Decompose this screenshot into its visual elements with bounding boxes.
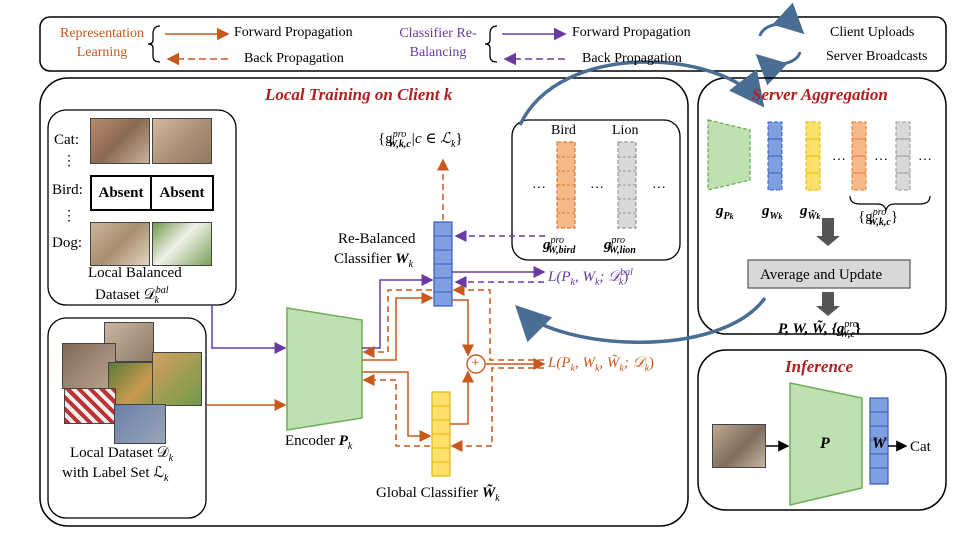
average-update-label: Average and Update <box>760 267 883 283</box>
server-down-arrow-2 <box>816 292 840 316</box>
server-ellipsis-3: … <box>918 149 932 164</box>
absent-box-1: Absent <box>90 175 152 211</box>
cat-label: Cat: <box>54 132 79 148</box>
inference-classifier-column <box>869 397 889 485</box>
loss-back-rebal <box>452 284 544 361</box>
encoder-to-rebal-orange <box>362 292 434 361</box>
server-wt-column <box>805 121 821 191</box>
legend-rep-forward: Forward Propagation <box>234 25 353 40</box>
legend-cls-forward: Forward Propagation <box>572 25 691 40</box>
balanced-dataset-box <box>47 109 237 306</box>
dog-label: Dog: <box>52 235 82 251</box>
server-gwt-label: gW̃k <box>800 203 821 222</box>
proto-ellipsis-3: … <box>652 177 666 192</box>
loss-balanced-label: L(Pk, Wk; 𝒟balk) <box>548 267 633 288</box>
legend-rep-label: Representation Learning <box>60 26 144 60</box>
client-upload-arrow <box>518 60 765 126</box>
dataset-photo-6 <box>114 404 166 444</box>
global-classifier-label: Global Classifier W̃k <box>376 485 500 504</box>
proto-ellipsis-1: … <box>532 177 546 192</box>
legend-bracket-rep <box>147 25 161 63</box>
legend-cls-back: Back Propagation <box>582 51 682 66</box>
rebalanced-classifier-column <box>433 221 453 307</box>
proto-set-label: {gproW,k,c|c ∈ ℒk} <box>378 129 463 150</box>
g-bird-label: gproW,bird <box>543 235 576 256</box>
server-broadcast-arrow <box>515 296 767 344</box>
dataset-caption-1: Local Dataset 𝒟k <box>70 445 174 464</box>
dog-photo-2 <box>152 222 212 266</box>
dataset-caption-2: with Label Set ℒk <box>62 465 169 484</box>
inference-w-label: W <box>872 435 887 452</box>
server-ellipsis-2: … <box>874 149 888 164</box>
proto-ellipsis-2: … <box>590 177 604 192</box>
server-aggregation-title: Server Aggregation <box>752 85 888 104</box>
average-update-box <box>747 259 911 289</box>
server-box <box>697 77 947 335</box>
server-gw-label: gWk <box>762 203 783 222</box>
cat-photo-2 <box>152 118 212 164</box>
global-to-plus-arrow <box>450 370 474 425</box>
server-proto-brace <box>849 195 931 212</box>
server-encoder-grad-shape <box>707 119 751 191</box>
dataset-photo-4 <box>152 352 202 406</box>
balanced-to-encoder-arrow <box>211 305 287 354</box>
dots-1: ⋮ <box>62 154 76 169</box>
lion-col-label: Lion <box>612 123 639 138</box>
legend-box <box>39 16 947 72</box>
server-gp-label: gPk <box>716 203 734 222</box>
global-classifier-column <box>431 391 451 477</box>
server-gset-label: {gproW,k,c} <box>858 207 899 228</box>
server-output-label: P, W, W̃, {gproW,c} <box>778 319 861 340</box>
rebal-label-1: Re-Balanced <box>338 231 416 247</box>
server-down-arrow-1 <box>816 218 840 246</box>
inference-output-label: Cat <box>910 439 931 455</box>
rebal-label-2: Classifier Wk <box>334 251 414 270</box>
loss-main-label: L(Pk, Wk, W̃k; 𝒟k) <box>548 355 655 374</box>
legend-rep-back: Back Propagation <box>244 51 344 66</box>
cat-photo-1 <box>90 118 150 164</box>
server-w-column <box>767 121 783 191</box>
lion-prototype-column <box>617 141 637 229</box>
inference-box <box>697 349 947 511</box>
bird-col-label: Bird <box>551 123 576 138</box>
inference-title: Inference <box>785 357 853 376</box>
balanced-caption-2: Dataset 𝒟balk <box>95 285 169 306</box>
absent-box-2: Absent <box>150 175 214 211</box>
inference-cat-photo <box>712 424 766 468</box>
global-to-encoder-back <box>362 374 430 447</box>
encoder-shape <box>286 307 363 431</box>
rebal-to-encoder-back <box>362 289 432 358</box>
legend-bracket-cls <box>484 25 498 63</box>
loss-back-global <box>450 367 544 452</box>
dataset-photo-2 <box>62 343 116 389</box>
local-dataset-box <box>47 317 207 519</box>
local-training-title: Local Training on Client k <box>265 85 453 104</box>
inference-encoder-shape <box>789 382 863 506</box>
encoder-label: Encoder Pk <box>285 433 353 452</box>
inference-p-label: P <box>820 435 830 452</box>
local-training-box <box>39 77 689 527</box>
g-lion-label: gproW,lion <box>604 235 636 256</box>
legend-client-uploads: Client Uploads <box>830 25 915 40</box>
balanced-caption-1: Local Balanced <box>88 265 182 281</box>
dots-2: ⋮ <box>62 209 76 224</box>
encoder-to-global-forward <box>362 371 432 442</box>
server-ellipsis-1: … <box>832 149 846 164</box>
plus-sign: + <box>471 355 480 371</box>
dataset-photo-5 <box>64 388 116 424</box>
legend-cls-label: Classifier Re-Balancing <box>399 26 477 60</box>
bird-prototype-column <box>556 141 576 229</box>
bird-label: Bird: <box>52 182 83 198</box>
rebal-to-plus-arrow <box>452 299 474 357</box>
legend-server-broadcasts: Server Broadcasts <box>826 49 928 64</box>
prototype-box <box>511 119 681 261</box>
dog-photo-1 <box>90 222 150 266</box>
cycle-icon <box>758 2 805 37</box>
server-proto-gray-column <box>895 121 911 191</box>
server-proto-orange-column <box>851 121 867 191</box>
